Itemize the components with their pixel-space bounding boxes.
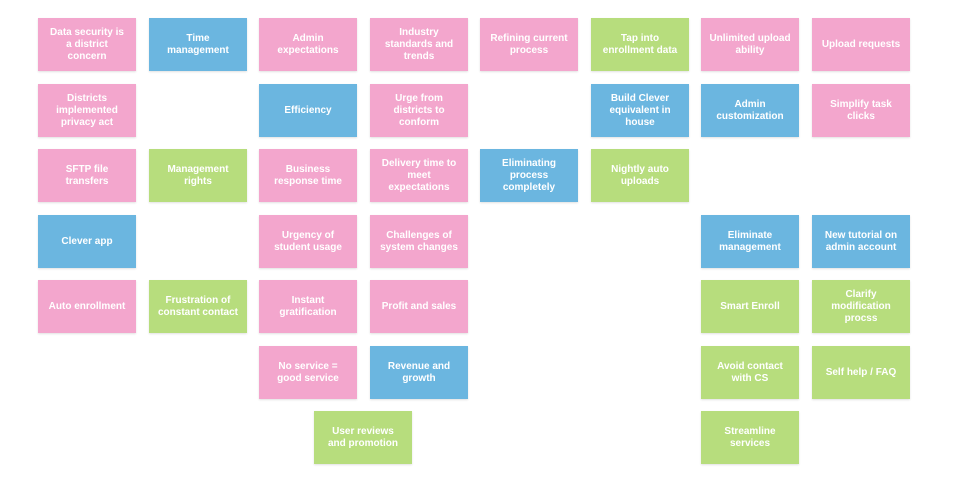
- sticky-note-build-clever-equivalent[interactable]: Build Clever equivalent in house: [591, 84, 689, 137]
- sticky-note-urge-districts-conform[interactable]: Urge from districts to conform: [370, 84, 468, 137]
- sticky-note-revenue-and-growth[interactable]: Revenue and growth: [370, 346, 468, 399]
- sticky-note-challenges-system-changes[interactable]: Challenges of system changes: [370, 215, 468, 268]
- sticky-note-instant-gratification[interactable]: Instant gratification: [259, 280, 357, 333]
- sticky-note-no-service-good-service[interactable]: No service = good service: [259, 346, 357, 399]
- sticky-note-streamline-services[interactable]: Streamline services: [701, 411, 799, 464]
- sticky-note-upload-requests[interactable]: Upload requests: [812, 18, 910, 71]
- sticky-note-clarify-modification[interactable]: Clarify modification procss: [812, 280, 910, 333]
- sticky-note-districts-privacy-act[interactable]: Districts implemented privacy act: [38, 84, 136, 137]
- sticky-note-time-management[interactable]: Time management: [149, 18, 247, 71]
- sticky-note-smart-enroll[interactable]: Smart Enroll: [701, 280, 799, 333]
- sticky-note-eliminating-process[interactable]: Eliminating process completely: [480, 149, 578, 202]
- sticky-note-urgency-student-usage[interactable]: Urgency of student usage: [259, 215, 357, 268]
- sticky-note-tap-into-enrollment[interactable]: Tap into enrollment data: [591, 18, 689, 71]
- sticky-note-admin-expectations[interactable]: Admin expectations: [259, 18, 357, 71]
- sticky-note-auto-enrollment[interactable]: Auto enrollment: [38, 280, 136, 333]
- sticky-note-self-help-faq[interactable]: Self help / FAQ: [812, 346, 910, 399]
- sticky-note-simplify-task-clicks[interactable]: Simplify task clicks: [812, 84, 910, 137]
- sticky-note-unlimited-upload[interactable]: Unlimited upload ability: [701, 18, 799, 71]
- sticky-note-eliminate-management[interactable]: Eliminate management: [701, 215, 799, 268]
- sticky-note-business-response-time[interactable]: Business response time: [259, 149, 357, 202]
- sticky-note-new-tutorial-admin[interactable]: New tutorial on admin account: [812, 215, 910, 268]
- sticky-note-delivery-time[interactable]: Delivery time to meet expectations: [370, 149, 468, 202]
- sticky-note-efficiency[interactable]: Efficiency: [259, 84, 357, 137]
- sticky-note-data-security[interactable]: Data security is a district concern: [38, 18, 136, 71]
- sticky-note-management-rights[interactable]: Management rights: [149, 149, 247, 202]
- sticky-note-admin-customization[interactable]: Admin customization: [701, 84, 799, 137]
- sticky-note-nightly-auto-uploads[interactable]: Nightly auto uploads: [591, 149, 689, 202]
- sticky-note-refining-current-process[interactable]: Refining current process: [480, 18, 578, 71]
- sticky-note-sftp-file-transfers[interactable]: SFTP file transfers: [38, 149, 136, 202]
- sticky-note-avoid-contact-cs[interactable]: Avoid contact with CS: [701, 346, 799, 399]
- sticky-note-industry-standards[interactable]: Industry standards and trends: [370, 18, 468, 71]
- sticky-note-frustration-constant-contact[interactable]: Frustration of constant contact: [149, 280, 247, 333]
- sticky-note-clever-app[interactable]: Clever app: [38, 215, 136, 268]
- sticky-note-profit-and-sales[interactable]: Profit and sales: [370, 280, 468, 333]
- sticky-note-user-reviews-promotion[interactable]: User reviews and promotion: [314, 411, 412, 464]
